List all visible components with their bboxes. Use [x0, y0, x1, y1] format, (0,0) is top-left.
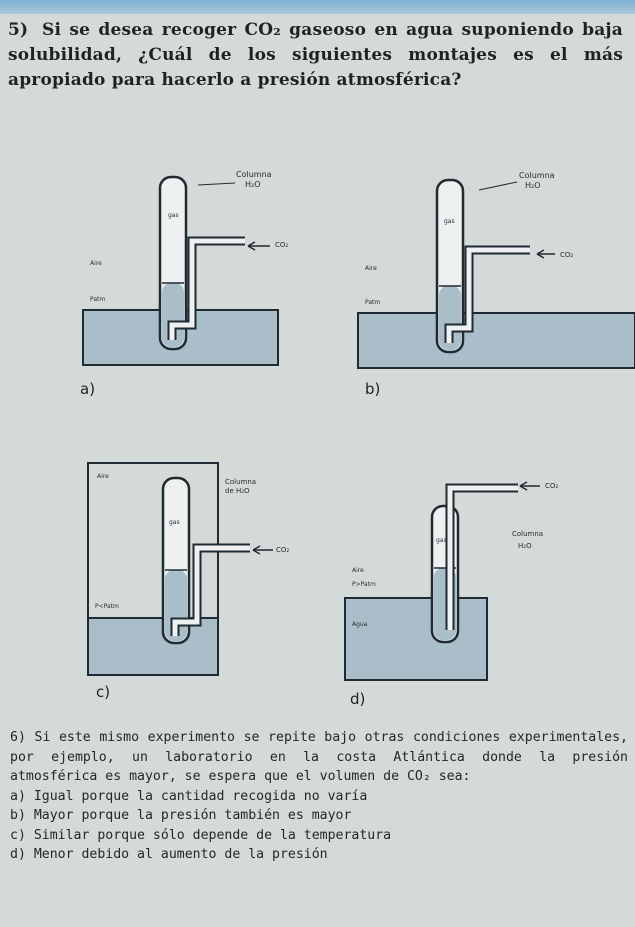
figure-b: Columna H₂O gas CO₂ Aire Patm — [357, 171, 635, 369]
figure-a-column-h2o: H₂O — [245, 180, 261, 189]
figure-d-patm-label: P>Patm — [352, 581, 376, 588]
figure-d-column-h2o: H₂O — [518, 542, 532, 550]
figure-c-patm-label: P<Patm — [95, 603, 119, 610]
figure-c-co2-label: CO₂ — [276, 546, 289, 554]
figure-d-column-label: Columna — [512, 530, 543, 538]
question-6-text: Si este mismo experimento se repite bajo… — [10, 730, 628, 784]
figure-a-co2-label: CO₂ — [275, 241, 288, 249]
figure-b-column-h2o: H₂O — [525, 181, 541, 190]
figure-a-patm-label: Patm — [90, 296, 105, 303]
figure-a-column-label: Columna — [236, 170, 272, 179]
question-5-number: 5) — [8, 20, 29, 40]
figure-c-gas-label: gas — [169, 519, 180, 526]
figure-d-gas-label: gas — [436, 537, 447, 544]
figure-c-column-label: Columna — [225, 478, 256, 486]
question-5: 5)Si se desea recoger CO₂ gaseoso en agu… — [8, 18, 623, 93]
question-6-number: 6) — [10, 730, 26, 745]
figure-b-patm-label: Patm — [365, 299, 380, 306]
option-c: c) Similar porque sólo depende de la tem… — [10, 827, 392, 843]
figure-c: Columna de H₂O gas CO₂ Aire P<Patm — [87, 462, 289, 676]
figure-c-air-label: Aire — [97, 473, 109, 480]
figure-d-co2-label: CO₂ — [545, 482, 558, 490]
figure-a: Columna H₂O gas CO₂ Aire Patm — [82, 170, 288, 366]
figure-c-column-h2o: de H₂O — [225, 487, 250, 495]
figure-c-label: c) — [96, 683, 111, 701]
figure-b-label: b) — [365, 380, 381, 398]
figure-a-label: a) — [80, 380, 96, 398]
figure-d-label: d) — [350, 690, 366, 708]
figure-b-air-label: Aire — [365, 265, 377, 272]
option-a: a) Igual porque la cantidad recogida no … — [10, 788, 368, 804]
figure-d: CO₂ Columna H₂O gas Aire P>Patm Agua — [344, 481, 558, 681]
option-b: b) Mayor porque la presión también es ma… — [10, 808, 352, 823]
figure-b-column-label: Columna — [519, 171, 555, 180]
option-d: d) Menor debido al aumento de la presión — [10, 847, 328, 862]
figure-a-air-label: Aire — [90, 260, 102, 267]
figure-a-gas-label: gas — [168, 212, 179, 219]
figure-d-water-label: Agua — [352, 621, 368, 628]
top-color-band — [0, 0, 635, 14]
figure-d-air-label: Aire — [352, 567, 364, 574]
question-5-text: Si se desea recoger CO₂ gaseoso en agua … — [8, 20, 623, 90]
figure-b-gas-label: gas — [444, 218, 455, 225]
question-6: 6) Si este mismo experimento se repite b… — [10, 728, 628, 865]
figure-b-co2-label: CO₂ — [560, 251, 573, 259]
